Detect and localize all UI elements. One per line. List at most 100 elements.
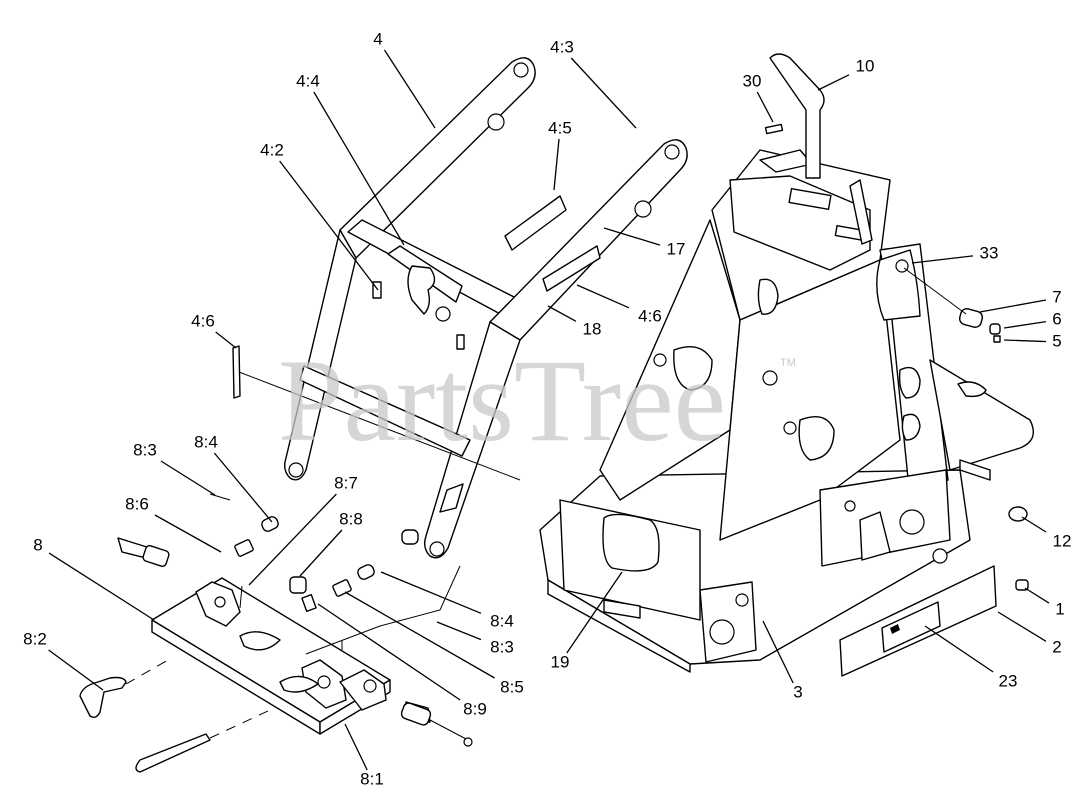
callout-label: 6 [1052, 309, 1061, 328]
callout: 12 [1021, 516, 1072, 550]
callout: 5 [1003, 331, 1062, 350]
callout-label: 4:5 [548, 118, 572, 137]
callout-leader-line [215, 331, 237, 349]
callout-label: 4:2 [260, 140, 284, 159]
callout-leader-line [344, 591, 495, 679]
callout-label: 8:3 [133, 440, 157, 459]
callout-leader-line [383, 49, 436, 129]
callout-label: 8:3 [490, 637, 514, 656]
callout-leader-line [380, 571, 482, 614]
callout: 8:7 [248, 473, 358, 586]
callout-leader-line [248, 493, 337, 586]
callout: 4:5 [548, 118, 572, 191]
watermark: PartsTree TM [278, 335, 796, 466]
callout-leader-line [154, 514, 222, 553]
callout-label: 4:6 [191, 311, 215, 330]
callout-leader-line [603, 227, 661, 246]
callout-leader-line [344, 723, 368, 771]
callout: 30 [743, 71, 774, 123]
callout-label: 8:9 [463, 699, 487, 718]
callout-label: 8:5 [500, 677, 524, 696]
callout-leader-line [213, 452, 273, 523]
callout-leader-line [1003, 339, 1047, 343]
callout-leader-line [1021, 516, 1047, 533]
callout-label: 7 [1052, 287, 1061, 306]
callout: 8:1 [344, 723, 384, 788]
callout: 19 [551, 571, 623, 671]
callout-label: 17 [667, 239, 686, 258]
callout: 4:2 [260, 140, 379, 291]
callout-leader-line [313, 91, 405, 246]
callout-label: 8 [33, 535, 42, 554]
callout-label: 12 [1053, 531, 1072, 550]
callout-leader-line [924, 625, 994, 673]
callout-label: 23 [999, 671, 1018, 690]
callout: 8:9 [317, 603, 487, 718]
callout-leader-line [48, 649, 104, 691]
callout-label: 8:6 [125, 494, 149, 513]
callout: 8:3 [436, 621, 514, 656]
callout: 6 [1003, 309, 1062, 329]
callout: 8:5 [344, 591, 524, 696]
callout: 33 [911, 243, 999, 264]
callout-leader-line [817, 74, 850, 91]
callout-label: 33 [980, 243, 999, 262]
attachment-plate-assembly [79, 493, 473, 773]
callout: 4:6 [191, 311, 237, 349]
callout: 8 [33, 535, 155, 621]
loader-arm-assembly [232, 57, 688, 559]
callout-leader-line [160, 460, 216, 496]
watermark-text: PartsTree [278, 335, 726, 466]
callout: 4:4 [296, 71, 405, 246]
callout: 23 [924, 625, 1018, 690]
callout-label: 8:1 [360, 769, 384, 788]
callout-leader-line [911, 255, 974, 264]
callout: 17 [603, 227, 686, 258]
callout-label: 8:7 [334, 473, 358, 492]
callout: 8:8 [299, 509, 363, 577]
callout-leader-line [436, 621, 482, 641]
callout-label: 3 [793, 682, 802, 701]
callout: 3 [762, 620, 803, 701]
callout: 8:2 [23, 629, 104, 691]
callout-leader-line [762, 620, 794, 684]
callout-label: 8:8 [339, 509, 363, 528]
callout-label: 8:2 [23, 629, 47, 648]
callout-leader-line [317, 603, 461, 701]
callout: 8:3 [133, 440, 216, 496]
callout-label: 8:4 [490, 611, 514, 630]
callout-label: 4:4 [296, 71, 320, 90]
callout-label: 1 [1055, 599, 1064, 618]
callout-leader-line [553, 138, 560, 191]
watermark-trademark: TM [780, 357, 796, 369]
callout: 4:6 [576, 284, 662, 325]
callout-leader-line [997, 611, 1047, 642]
callout: 4 [373, 29, 436, 129]
callout-leader-line [299, 529, 343, 577]
callout-leader-line [566, 571, 623, 654]
callout-label: 4:3 [550, 37, 574, 56]
callout-label: 5 [1052, 331, 1061, 350]
callout: 8:6 [125, 494, 222, 553]
callout: 4:3 [550, 37, 637, 129]
callout: 1 [1024, 587, 1065, 618]
callout-leader-line [576, 284, 630, 309]
callout-label: 4 [373, 29, 382, 48]
callout-leader-line [279, 160, 379, 291]
callout-leader-line [979, 299, 1047, 313]
callout-label: 4:6 [638, 306, 662, 325]
callout-label: 8:4 [194, 432, 218, 451]
callout-leader-line [570, 57, 637, 129]
callout: 7 [979, 287, 1062, 313]
callout-leader-line [48, 552, 155, 621]
callout: 2 [997, 611, 1062, 656]
callout-leader-line [756, 91, 774, 123]
callout-leader-line [547, 305, 577, 322]
callout: 18 [547, 305, 602, 338]
callout: 8:4 [194, 432, 273, 523]
callout-label: 18 [583, 319, 602, 338]
callout-label: 2 [1052, 637, 1061, 656]
callout-leader-line [1024, 587, 1050, 604]
